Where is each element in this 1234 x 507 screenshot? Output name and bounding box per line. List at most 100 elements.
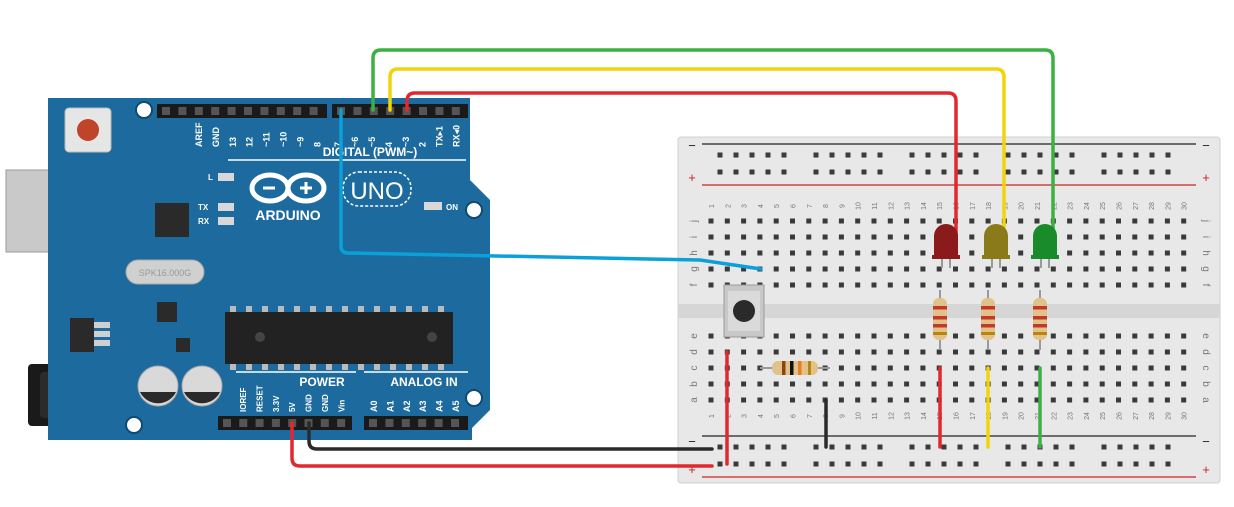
header-pin: [451, 107, 460, 115]
rail-hole: [941, 444, 947, 450]
header-pin: [419, 107, 427, 115]
digital-pin-label: ~11: [262, 132, 272, 147]
rail-hole: [829, 152, 835, 158]
breadboard-hole: [1067, 365, 1073, 371]
rail-hole: [957, 444, 963, 450]
rail-hole: [973, 169, 979, 175]
rail-minus-symbol: −: [688, 138, 696, 153]
breadboard-hole: [757, 365, 763, 371]
breadboard-hole: [887, 218, 893, 224]
green-wire: [371, 48, 1055, 242]
rail-hole: [813, 169, 819, 175]
rail-hole: [973, 461, 979, 467]
rail-hole: [861, 169, 867, 175]
yellow-wire: [388, 67, 1006, 242]
rail-minus-symbol: −: [1202, 434, 1210, 449]
header-pin: [227, 107, 236, 115]
mcu-pin: [230, 306, 236, 312]
breadboard-hole: [1116, 349, 1121, 355]
digital-pin-label: 2: [418, 142, 428, 147]
red-wire-5v: [290, 421, 714, 468]
rail-hole: [909, 169, 915, 175]
mcu-pin: [374, 306, 380, 312]
breadboard-hole: [1001, 266, 1007, 272]
breadboard-hole: [1001, 282, 1007, 288]
column-label: 25: [1100, 202, 1107, 210]
rail-hole: [957, 169, 963, 175]
digital-pin-label: TX▸1: [435, 126, 445, 147]
breadboard-hole: [871, 333, 877, 339]
breadboard-hole: [904, 349, 910, 355]
breadboard-hole: [969, 218, 975, 224]
rail-hole: [1037, 461, 1043, 467]
breadboard-hole: [1067, 234, 1073, 240]
breadboard-hole: [969, 381, 975, 387]
breadboard-hole: [871, 397, 877, 403]
breadboard-hole: [1099, 282, 1105, 288]
rail-hole: [1037, 169, 1043, 175]
breadboard-hole: [904, 365, 910, 371]
header-pin: [239, 419, 248, 427]
digital-pin-label: ~5: [367, 137, 377, 147]
breadboard-hole: [1132, 365, 1138, 371]
column-label: 30: [1182, 202, 1189, 210]
column-label: 7: [807, 204, 814, 208]
column-label: 7: [807, 414, 814, 418]
breadboard-hole: [708, 381, 714, 387]
breadboard-hole: [708, 250, 714, 256]
rail-hole: [1149, 152, 1155, 158]
breadboard-hole: [1181, 250, 1187, 256]
breadboard-hole: [1018, 234, 1024, 240]
header-pin: [178, 107, 187, 115]
regulator-pin: [94, 322, 110, 328]
breadboard-hole: [1050, 349, 1056, 355]
digital-pin-label: 12: [245, 137, 255, 147]
column-label: 15: [937, 202, 944, 210]
breadboard-hole: [1067, 333, 1073, 339]
rail-hole: [717, 461, 723, 467]
breadboard-hole: [1164, 234, 1170, 240]
breadboard-hole: [1018, 250, 1024, 256]
reset-button-cap: [77, 119, 99, 141]
breadboard-hole: [904, 381, 910, 387]
mcu-pin: [438, 364, 444, 370]
breadboard-hole: [822, 266, 828, 272]
breadboard-hole: [838, 365, 844, 371]
column-label: 9: [839, 414, 846, 418]
digital-pin-label: ~3: [401, 137, 411, 147]
digital-pin-label: 8: [312, 142, 322, 147]
row-label: h: [689, 250, 700, 256]
column-label: 24: [1084, 202, 1091, 210]
breadboard-hole: [806, 282, 812, 288]
breadboard-hole: [1083, 349, 1089, 355]
column-label: 11: [872, 412, 879, 419]
rail-hole: [1101, 461, 1107, 467]
breadboard-hole: [741, 349, 747, 355]
breadboard-hole: [1001, 365, 1007, 371]
breadboard-hole: [822, 250, 828, 256]
uno-badge: [342, 171, 412, 207]
rail-hole: [877, 461, 883, 467]
mcu-pin: [406, 306, 412, 312]
column-label: 19: [1002, 202, 1009, 210]
column-label: 26: [1117, 412, 1124, 420]
column-label: 28: [1149, 412, 1156, 420]
mcu-pin: [278, 306, 284, 312]
breadboard-hole: [1181, 218, 1187, 224]
resistor: [981, 290, 995, 350]
rail-hole: [957, 152, 963, 158]
rail-hole: [813, 152, 819, 158]
breadboard-hole: [1164, 250, 1170, 256]
rail-hole: [829, 444, 835, 450]
rail-hole: [1069, 461, 1075, 467]
breadboard-hole: [822, 349, 828, 355]
rail-hole: [861, 461, 867, 467]
row-label: b: [689, 381, 700, 387]
rail-hole: [973, 444, 979, 450]
column-label: 11: [872, 202, 879, 209]
breadboard-hole: [1148, 218, 1154, 224]
breadboard-hole: [773, 234, 779, 240]
